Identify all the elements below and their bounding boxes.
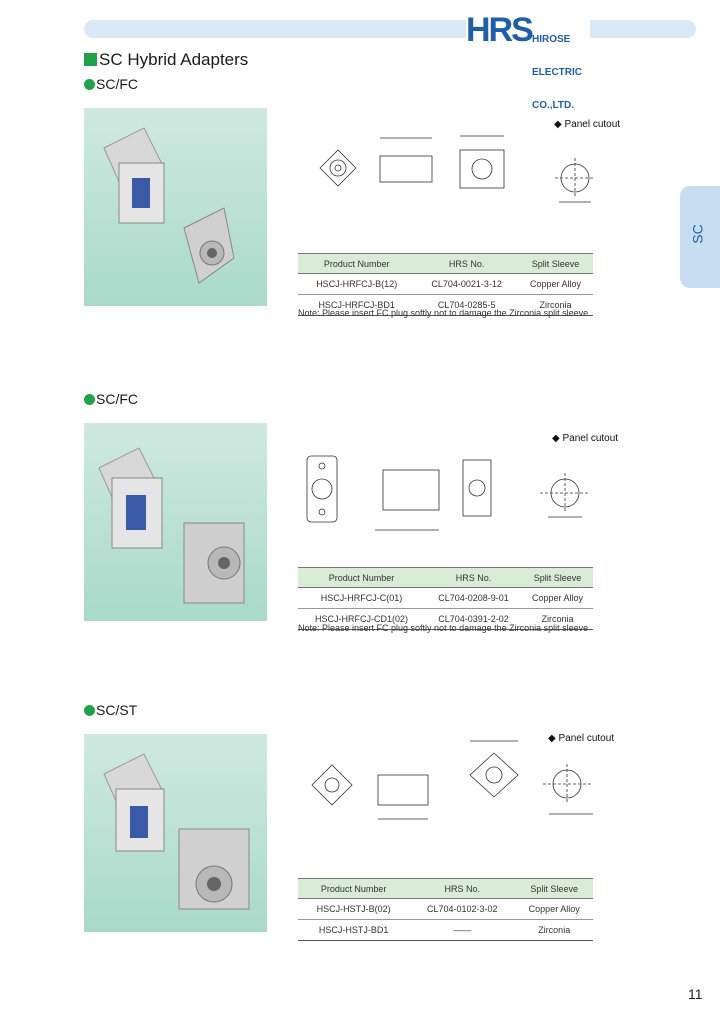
spec-table: Product Number HRS No. Split Sleeve HSCJ…	[298, 878, 593, 941]
table-row: HSCJ-HSTJ-BD1 —— Zirconia	[298, 919, 593, 941]
column-header: Product Number	[298, 567, 426, 588]
table-cell: CL704-0102-3-02	[409, 898, 516, 920]
section-heading: SC/FC	[84, 76, 138, 92]
logo-mark: HRS	[466, 11, 534, 49]
table-cell: Copper Alloy	[515, 898, 593, 920]
title-square-icon	[84, 53, 97, 66]
dimension-drawing	[306, 455, 492, 531]
section-heading-text: SC/FC	[96, 391, 138, 407]
adapter-photo-icon	[103, 127, 235, 284]
panel-cutout-label: ◆ Panel cutout	[552, 433, 619, 444]
side-tab[interactable]: SC	[680, 186, 720, 288]
logo-line-2: ELECTRIC	[532, 67, 582, 78]
adapter-photo-icon	[98, 447, 245, 604]
table-note: Note: Please insert FC plug softly not t…	[298, 308, 589, 318]
table-cell: HSCJ-HRFCJ-CD1(02)	[298, 608, 426, 630]
column-header: Split Sleeve	[515, 878, 593, 899]
table-cell: CL704-0208-9-01	[425, 587, 523, 609]
logo-line-3: CO.,LTD.	[532, 100, 575, 111]
table-cell: CL704-0285-5	[415, 294, 518, 316]
table-cell: HSCJ-HSTJ-BD1	[298, 919, 410, 941]
table-cell: Copper Alloy	[517, 273, 593, 295]
column-header: HRS No.	[409, 878, 516, 899]
table-cell: Zirconia	[517, 294, 593, 316]
table-cell: HSCJ-HRFCJ-BD1	[298, 294, 416, 316]
column-header: HRS No.	[415, 253, 518, 274]
hirose-logo: HRS HIROSE ELECTRIC CO.,LTD.	[466, 10, 590, 111]
panel-cutout-text: Panel cutout	[564, 119, 621, 130]
table-cell: Copper Alloy	[522, 587, 593, 609]
dimension-drawing	[319, 135, 505, 189]
logo-line-1: HIROSE	[532, 34, 571, 45]
panel-cutout-label: ◆ Panel cutout	[554, 119, 621, 130]
panel-cutout-text: Panel cutout	[558, 733, 615, 744]
table-header-row: Product Number HRS No. Split Sleeve	[298, 253, 593, 274]
table-header-row: Product Number HRS No. Split Sleeve	[298, 878, 593, 899]
product-photo	[84, 423, 267, 621]
section-heading: SC/ST	[84, 702, 137, 718]
adapter-photo-icon	[103, 753, 250, 910]
panel-cutout-drawing	[540, 473, 590, 518]
table-cell: CL704-0391-2-02	[425, 608, 523, 630]
table-header-row: Product Number HRS No. Split Sleeve	[298, 567, 593, 588]
table-cell: CL704-0021-3-12	[415, 273, 518, 295]
bullet-dot-icon	[84, 79, 95, 90]
section-heading-text: SC/ST	[96, 702, 138, 718]
logo-text: HIROSE ELECTRIC CO.,LTD.	[532, 12, 582, 133]
page-title: SC Hybrid Adapters	[84, 50, 248, 70]
table-row: HSCJ-HSTJ-B(02) CL704-0102-3-02 Copper A…	[298, 898, 593, 920]
column-header: Product Number	[298, 253, 416, 274]
table-cell: HSCJ-HRFCJ-C(01)	[298, 587, 426, 609]
table-row: HSCJ-HRFCJ-CD1(02) CL704-0391-2-02 Zirco…	[298, 608, 593, 630]
product-photo	[84, 108, 267, 306]
panel-cutout-text: Panel cutout	[562, 433, 619, 444]
bullet-dot-icon	[84, 394, 95, 405]
spec-table: Product Number HRS No. Split Sleeve HSCJ…	[298, 253, 593, 316]
page-number: 11	[688, 986, 703, 1002]
bullet-dot-icon	[84, 705, 95, 716]
section-heading-text: SC/FC	[96, 76, 138, 92]
table-row: HSCJ-HRFCJ-C(01) CL704-0208-9-01 Copper …	[298, 587, 593, 609]
table-row: HSCJ-HRFCJ-BD1 CL704-0285-5 Zirconia	[298, 294, 593, 316]
spec-table: Product Number HRS No. Split Sleeve HSCJ…	[298, 567, 593, 630]
column-header: Split Sleeve	[517, 253, 593, 274]
panel-cutout-drawing	[543, 764, 593, 815]
table-cell: HSCJ-HRFCJ-B(12)	[298, 273, 416, 295]
dimension-drawing	[311, 740, 519, 820]
column-header: HRS No.	[425, 567, 523, 588]
table-row: HSCJ-HRFCJ-B(12) CL704-0021-3-12 Copper …	[298, 273, 593, 295]
table-cell: ——	[409, 919, 516, 941]
page-title-text: SC Hybrid Adapters	[99, 50, 249, 69]
column-header: Split Sleeve	[522, 567, 593, 588]
table-cell: Zirconia	[515, 919, 593, 941]
column-header: Product Number	[298, 878, 410, 899]
section-heading: SC/FC	[84, 391, 138, 407]
table-cell: HSCJ-HSTJ-B(02)	[298, 898, 410, 920]
table-cell: Zirconia	[522, 608, 593, 630]
panel-cutout-drawing	[555, 158, 595, 203]
header-bar	[84, 20, 696, 38]
product-photo	[84, 734, 267, 932]
side-tab-label: SC	[689, 224, 706, 244]
panel-cutout-label: ◆ Panel cutout	[548, 733, 615, 744]
table-note: Note: Please insert FC plug softly not t…	[298, 623, 589, 633]
